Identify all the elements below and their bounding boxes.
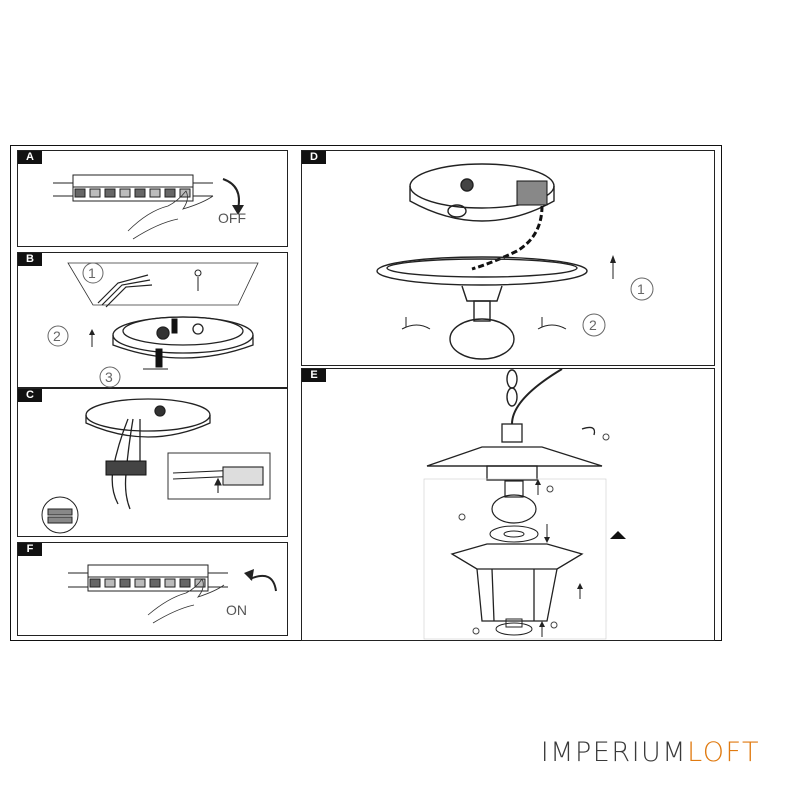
panel-d-illustration: 1 2 xyxy=(376,163,654,360)
bulb-icon xyxy=(491,480,537,524)
panel-f-illustration: ON xyxy=(68,564,277,624)
panel-d-tag: D xyxy=(302,151,326,164)
rotate-arrow-icon xyxy=(249,575,277,592)
panel-a: A OFF xyxy=(17,150,288,247)
hand-icon xyxy=(147,578,225,624)
ceiling-plate-icon xyxy=(409,163,555,222)
screw-icon xyxy=(401,317,431,330)
panel-c-illustration xyxy=(41,398,271,534)
terminal-zoom-icon xyxy=(41,496,79,534)
wires-icon xyxy=(97,274,153,308)
panel-f-tag: F xyxy=(18,543,42,556)
terminal-block-icon xyxy=(68,564,228,592)
panel-e: E xyxy=(301,368,715,641)
terminal-block-icon xyxy=(53,174,213,202)
panel-b-illustration: 1 2 3 xyxy=(47,262,259,388)
step-3-label: 3 xyxy=(105,369,113,385)
step-2-label: 2 xyxy=(589,317,597,333)
gasket-icon xyxy=(489,525,539,543)
panel-e-tag: E xyxy=(302,369,326,382)
brand-part-2: LOFT xyxy=(687,737,760,768)
chain-icon xyxy=(506,369,518,407)
cable-icon xyxy=(511,368,563,425)
canopy-icon xyxy=(376,256,588,360)
brand-logo: IMPERIUMLOFT xyxy=(541,737,760,768)
switch-on-label: ON xyxy=(226,602,247,618)
ceiling-plate-icon xyxy=(112,316,254,359)
screw-icon xyxy=(537,317,567,330)
ceiling-plate-icon xyxy=(85,398,211,438)
switch-off-label: OFF xyxy=(218,210,246,226)
step-2-label: 2 xyxy=(53,328,61,344)
panel-f: F ON xyxy=(17,542,288,636)
rotate-arrow-icon xyxy=(222,178,240,210)
rotate-arrow-icon xyxy=(581,426,596,436)
lamp-roof-icon xyxy=(426,423,603,481)
screw-icon xyxy=(155,318,178,368)
panel-b: B 1 2 3 xyxy=(17,252,288,388)
panel-c: C xyxy=(17,388,288,537)
step-1-label: 1 xyxy=(637,281,645,297)
panel-b-tag: B xyxy=(18,253,42,266)
screw-icon xyxy=(194,269,202,291)
lantern-icon xyxy=(450,543,584,622)
up-arrow-icon xyxy=(610,531,626,539)
connector-icon xyxy=(516,180,548,206)
finial-icon xyxy=(495,618,533,636)
panel-c-tag: C xyxy=(18,389,42,402)
connector-icon xyxy=(105,460,147,476)
brand-part-1: IMPERIUM xyxy=(540,737,688,768)
step-1-label: 1 xyxy=(88,265,96,281)
panel-d: D 1 2 xyxy=(301,150,715,366)
panel-a-tag: A xyxy=(18,151,42,164)
detail-connector-icon xyxy=(172,466,264,493)
panel-a-illustration: OFF xyxy=(53,174,246,240)
panel-e-illustration xyxy=(423,368,626,640)
hand-icon xyxy=(127,190,214,240)
